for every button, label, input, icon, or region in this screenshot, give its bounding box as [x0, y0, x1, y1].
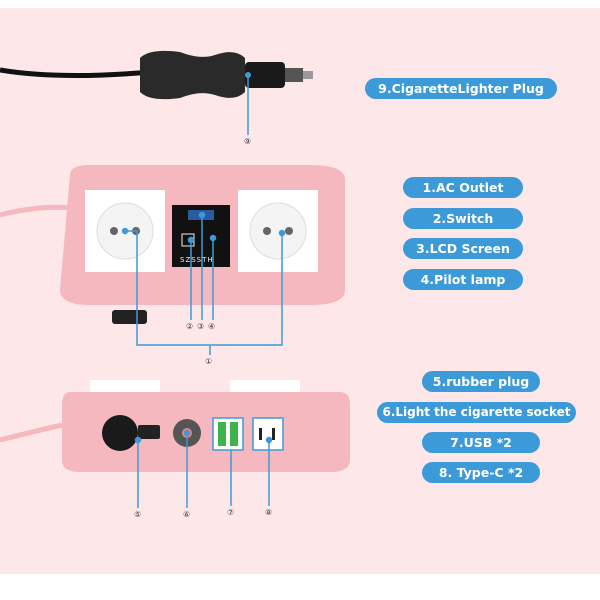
label-switch: 2.Switch: [403, 208, 523, 229]
rubber-plug-top: [112, 310, 147, 324]
label-pilot-lamp: 4.Pilot lamp: [403, 269, 523, 290]
callout-1: ①: [205, 357, 213, 366]
cigarette-lighter-plug: [140, 50, 313, 100]
callout-8: ⑧: [265, 508, 273, 517]
callout-9: ⑨: [244, 137, 252, 146]
label-cigarette-lighter-plug: 9.CigaretteLighter Plug: [365, 78, 557, 99]
label-lcd-screen: 3.LCD Screen: [403, 238, 523, 259]
rubber-plug: [102, 415, 138, 451]
callout-7: ⑦: [227, 508, 235, 517]
pink-cable-top: [0, 204, 71, 218]
top-view-body: [60, 165, 345, 324]
callout-3: ③: [197, 322, 205, 331]
callout-2: ②: [186, 322, 194, 331]
label-cigarette-socket: 6.Light the cigarette socket: [377, 402, 576, 423]
label-type-c: 8. Type-C *2: [422, 462, 540, 483]
pink-cable-bottom: [0, 422, 63, 443]
callout-6: ⑥: [183, 510, 191, 519]
front-view-body: [62, 380, 350, 472]
label-rubber-plug: 5.rubber plug: [422, 371, 540, 392]
plug-cable: [0, 67, 151, 79]
callout-4: ④: [208, 322, 216, 331]
label-usb: 7.USB *2: [422, 432, 540, 453]
callout-5: ⑤: [134, 510, 142, 519]
brand-logo: SZSSTH: [180, 256, 214, 264]
label-ac-outlet: 1.AC Outlet: [403, 177, 523, 198]
